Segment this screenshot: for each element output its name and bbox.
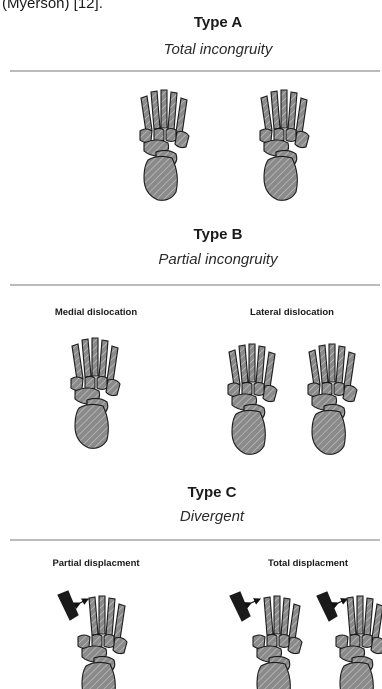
type-b-subtitle: Partial incongruity (158, 251, 279, 268)
type-a-foot-right (260, 90, 309, 200)
section-type-a: Type A Total incongruity (10, 14, 380, 200)
lateral-dislocation-foot-1 (228, 344, 277, 454)
partial-displacement-label: Partial displacment (52, 558, 140, 569)
type-b-title: Type B (194, 226, 243, 243)
partial-displacement-arrow (80, 599, 88, 603)
total-displacement-foot-2 (336, 596, 382, 689)
partial-displaced-metatarsal (58, 591, 78, 620)
medial-dislocation-label: Medial dislocation (55, 307, 138, 318)
total-displaced-metatarsal-2 (317, 592, 337, 621)
type-a-foot-left (140, 90, 189, 200)
total-displacement-arrow-1 (251, 599, 260, 603)
total-displacement-foot-1 (253, 596, 302, 689)
total-displaced-metatarsal-1 (230, 592, 250, 621)
type-a-title: Type A (194, 14, 243, 31)
type-c-title: Type C (188, 484, 237, 501)
lateral-dislocation-foot-2 (308, 344, 357, 454)
section-type-c: Type C Divergent Partial displacment Tot… (10, 484, 382, 689)
section-type-b: Type B Partial incongruity Medial disloc… (10, 226, 380, 454)
lateral-dislocation-label: Lateral dislocation (250, 307, 334, 318)
total-displacement-arrow-2 (338, 599, 347, 603)
total-displacement-label: Total displacment (268, 558, 349, 569)
medial-dislocation-foot (71, 338, 120, 448)
partial-displacement-foot (78, 596, 127, 689)
caption-fragment: (Myerson) [12]. (2, 0, 103, 12)
type-c-subtitle: Divergent (180, 508, 245, 525)
type-a-subtitle: Total incongruity (164, 41, 274, 58)
